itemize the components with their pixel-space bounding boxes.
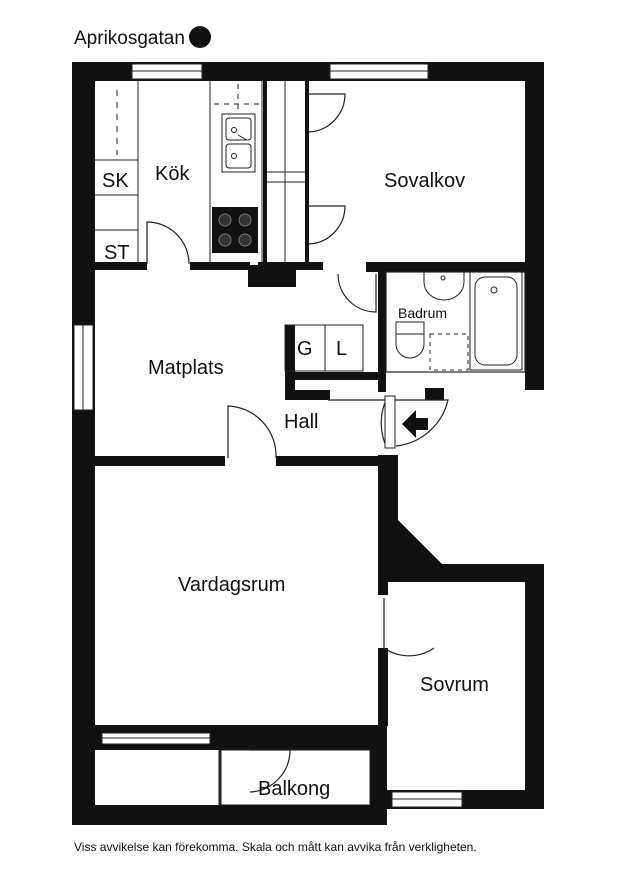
room-label-kok: Kök bbox=[155, 163, 190, 185]
room-label-vardagsrum: Vardagsrum bbox=[178, 574, 285, 596]
disclaimer-footer: Viss avvikelse kan förekomma. Skala och … bbox=[74, 840, 477, 854]
interior-walls bbox=[95, 81, 544, 726]
room-label-sovalkov: Sovalkov bbox=[384, 170, 465, 192]
closet-lines bbox=[95, 81, 305, 262]
fixture-label-l: L bbox=[336, 338, 347, 360]
kitchen-sink bbox=[214, 84, 260, 173]
room-label-matplats: Matplats bbox=[148, 357, 224, 379]
kitchen-stove bbox=[212, 207, 258, 253]
fixture-label-g: G bbox=[297, 338, 313, 360]
street-title: Aprikosgatan bbox=[74, 28, 185, 49]
room-label-balkong: Balkong bbox=[258, 778, 330, 800]
room-label-badrum: Badrum bbox=[398, 305, 447, 321]
balcony bbox=[218, 749, 371, 806]
doors bbox=[146, 93, 449, 793]
filled-circle-icon bbox=[189, 26, 211, 48]
front-door bbox=[384, 395, 396, 449]
windows bbox=[73, 63, 463, 808]
room-label-hall: Hall bbox=[284, 411, 318, 433]
entrance-arrow-icon bbox=[402, 410, 428, 438]
room-label-sovrum: Sovrum bbox=[420, 674, 489, 696]
fixture-label-sk: SK bbox=[102, 170, 129, 192]
laundry-boxes bbox=[284, 324, 364, 372]
fixture-label-st: ST bbox=[104, 242, 130, 264]
bathroom-fixtures bbox=[395, 271, 523, 371]
